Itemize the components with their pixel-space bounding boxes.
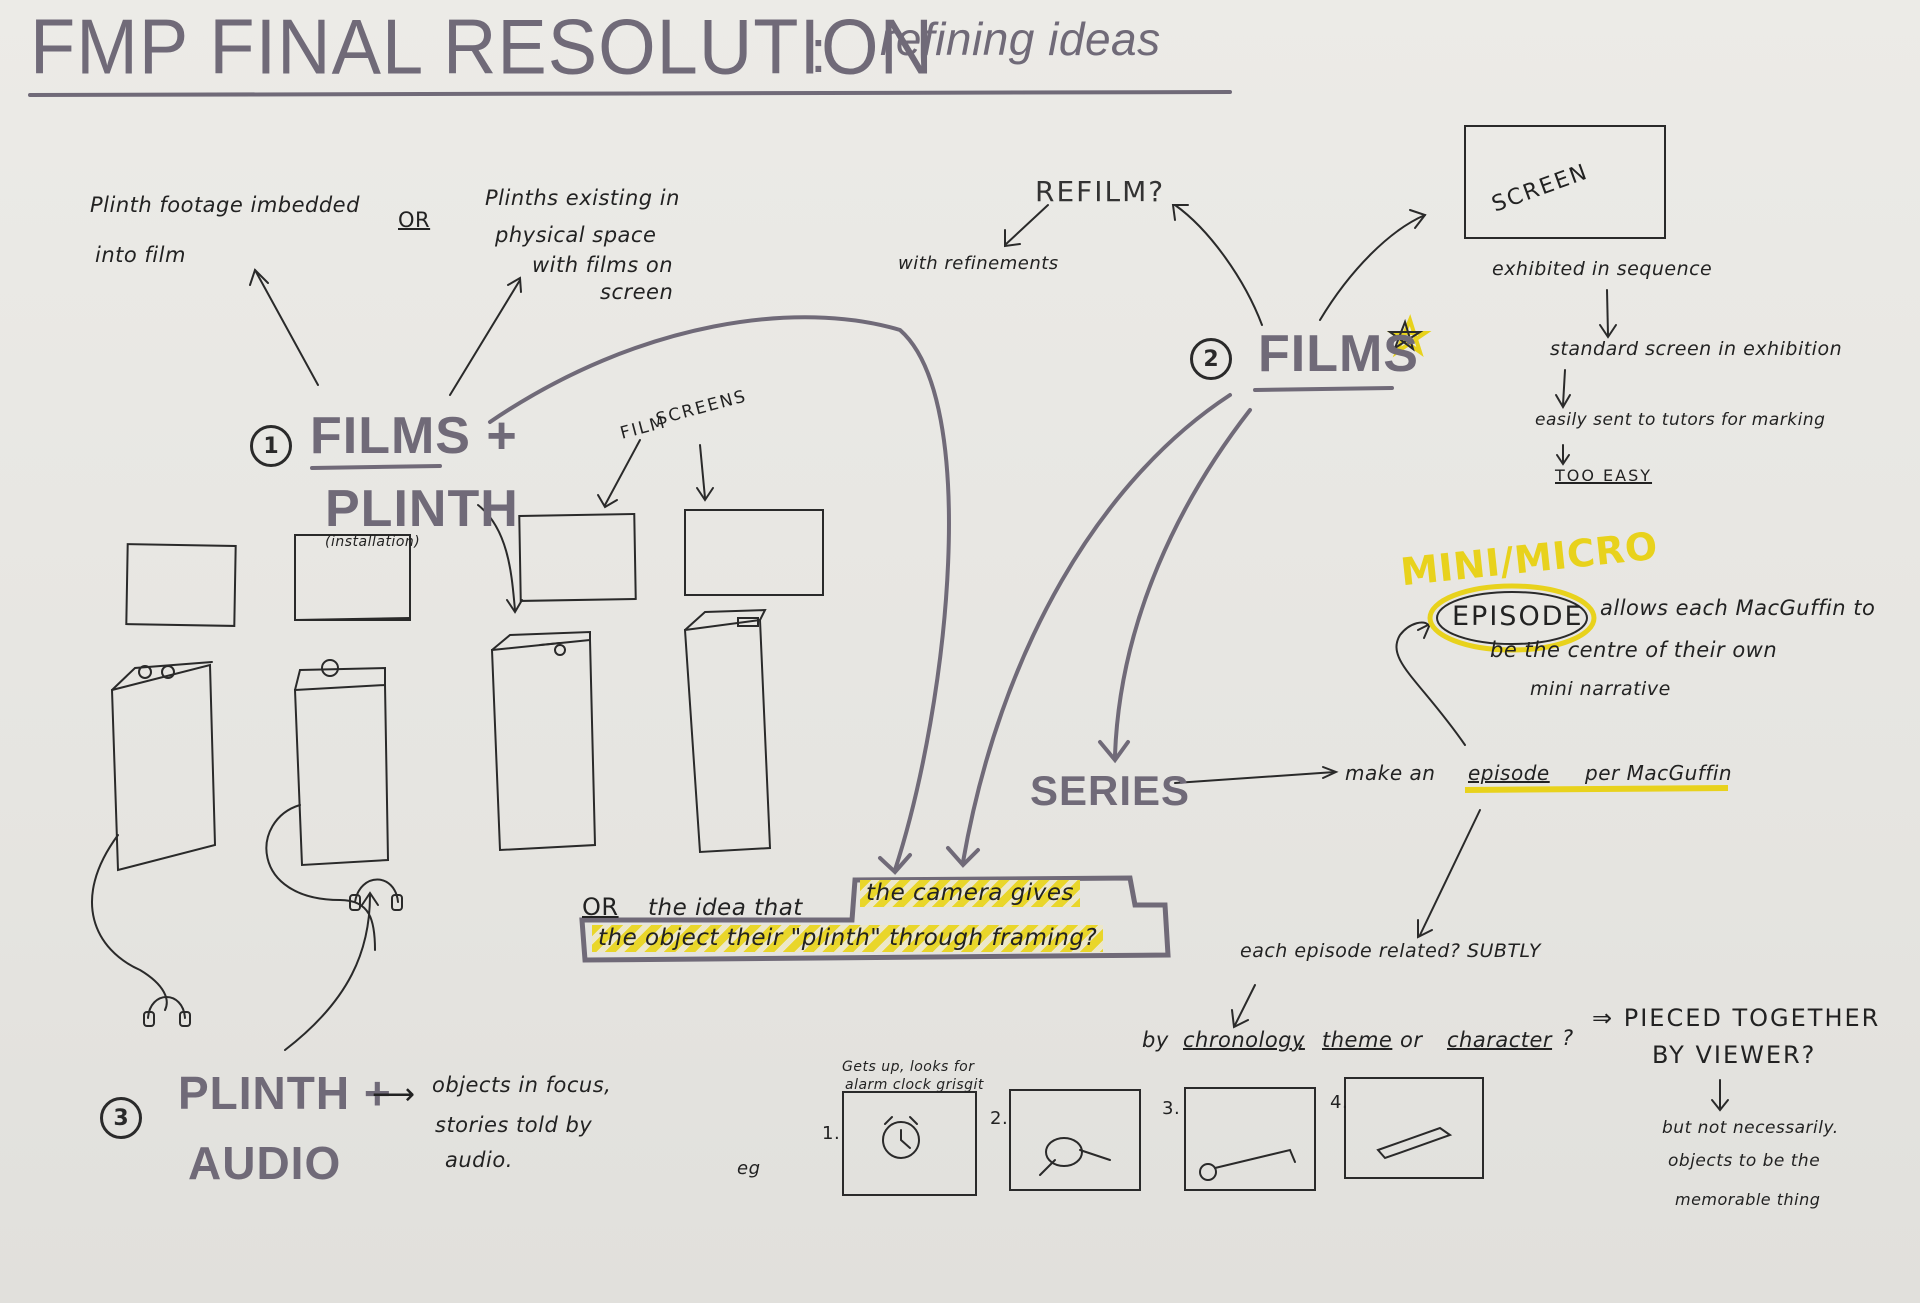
chain-easily-sent: easily sent to tutors for marking <box>1535 410 1826 430</box>
option-1-right-note-line1: Plinths existing in <box>485 186 680 210</box>
pieced-together-line2: BY VIEWER? <box>1652 1041 1817 1069</box>
by-theme: theme <box>1322 1028 1393 1052</box>
camera-idea-line2-highlight: the object their "plinth" through framin… <box>592 925 1104 952</box>
by-comma: , <box>1298 1028 1306 1052</box>
curve-arrow-1 <box>488 315 951 872</box>
option-3-note-line3: audio. <box>445 1148 513 1172</box>
page-subtitle: refining ideas <box>880 13 1161 65</box>
page-title: FMP FINAL RESOLUTION <box>30 2 935 91</box>
not-necessarily-line2: objects to be the <box>1668 1151 1821 1171</box>
storyboard-panel-2-number: 2. <box>990 1108 1009 1129</box>
episode-label: EPISODE <box>1452 601 1584 632</box>
option-1-or: OR <box>398 208 431 232</box>
by-prefix: by <box>1142 1028 1169 1052</box>
option-2-heading: FILMS <box>1258 325 1419 383</box>
refilm-label: REFILM? <box>1035 175 1166 208</box>
by-character: character <box>1447 1028 1553 1052</box>
series-note-episode: episode <box>1468 761 1550 785</box>
series-note-prefix: make an <box>1345 761 1436 785</box>
curve-arrow-3 <box>1113 408 1252 757</box>
camera-idea-outline <box>579 875 1171 963</box>
refilm-note: with refinements <box>898 253 1059 274</box>
option-1-number: 1 <box>250 425 292 467</box>
storyboard-panel-1-number: 1. <box>822 1123 841 1144</box>
episode-note-line1: allows each MacGuffin to <box>1600 596 1876 620</box>
camera-idea-line1-highlight: the camera gives <box>860 880 1080 907</box>
storyboard-panel-4-number: 4. <box>1330 1092 1349 1113</box>
curve-arrow-2 <box>961 393 1232 864</box>
episode-note-line3: mini narrative <box>1530 678 1671 700</box>
pieced-together-line1: ⇒ PIECED TOGETHER <box>1592 1004 1881 1032</box>
episode-related-note: each episode related? SUBTLY <box>1240 940 1541 962</box>
storyboard-caption-line2: alarm clock grisgit <box>845 1077 984 1093</box>
option-1-left-note-line2: into film <box>95 243 186 267</box>
option-3-arrow: ⟶ <box>372 1077 416 1112</box>
title-underline <box>28 90 1232 97</box>
option-2-number: 2 <box>1190 338 1232 380</box>
option-3-note-line1: objects in focus, <box>432 1073 612 1097</box>
series-label: SERIES <box>1030 767 1191 814</box>
not-necessarily-line1: but not necessarily. <box>1662 1118 1839 1138</box>
eg-label: eg <box>737 1158 761 1179</box>
option-1-right-note-line2: physical space <box>495 223 657 247</box>
chain-standard-screen: standard screen in exhibition <box>1550 338 1843 360</box>
title-colon: : <box>810 18 828 85</box>
camera-idea-line1-plain: the idea that <box>648 895 803 921</box>
option-1-right-note-line3: with films on <box>532 253 674 277</box>
storyboard-caption-line1: Gets up, looks for <box>842 1059 975 1075</box>
chain-exhibited: exhibited in sequence <box>1492 258 1713 280</box>
by-or: or <box>1400 1028 1423 1052</box>
series-note-suffix: per MacGuffin <box>1585 761 1733 785</box>
chain-too-easy: TOO EASY <box>1555 466 1653 485</box>
option-3-heading-line2: AUDIO <box>188 1137 342 1189</box>
option-1-left-note-line1: Plinth footage imbedded <box>90 193 360 217</box>
episode-note-line2: be the centre of their own <box>1490 638 1778 662</box>
storyboard-panel-3-number: 3. <box>1162 1098 1181 1119</box>
option-3-note-line2: stories told by <box>435 1113 593 1137</box>
option-1-heading-line2: PLINTH <box>325 480 519 538</box>
option-3-heading-line1: PLINTH + <box>178 1067 392 1119</box>
not-necessarily-line3: memorable thing <box>1675 1190 1821 1209</box>
option-1-heading-line1: FILMS + <box>310 407 518 465</box>
option-3-number: 3 <box>100 1097 142 1139</box>
by-chronology: chronology <box>1183 1028 1305 1052</box>
camera-idea-or: OR <box>582 893 619 921</box>
by-question: ? <box>1562 1026 1574 1050</box>
option-1-subtitle: (installation) <box>325 534 421 550</box>
option-1-right-note-line4: screen <box>600 280 674 304</box>
